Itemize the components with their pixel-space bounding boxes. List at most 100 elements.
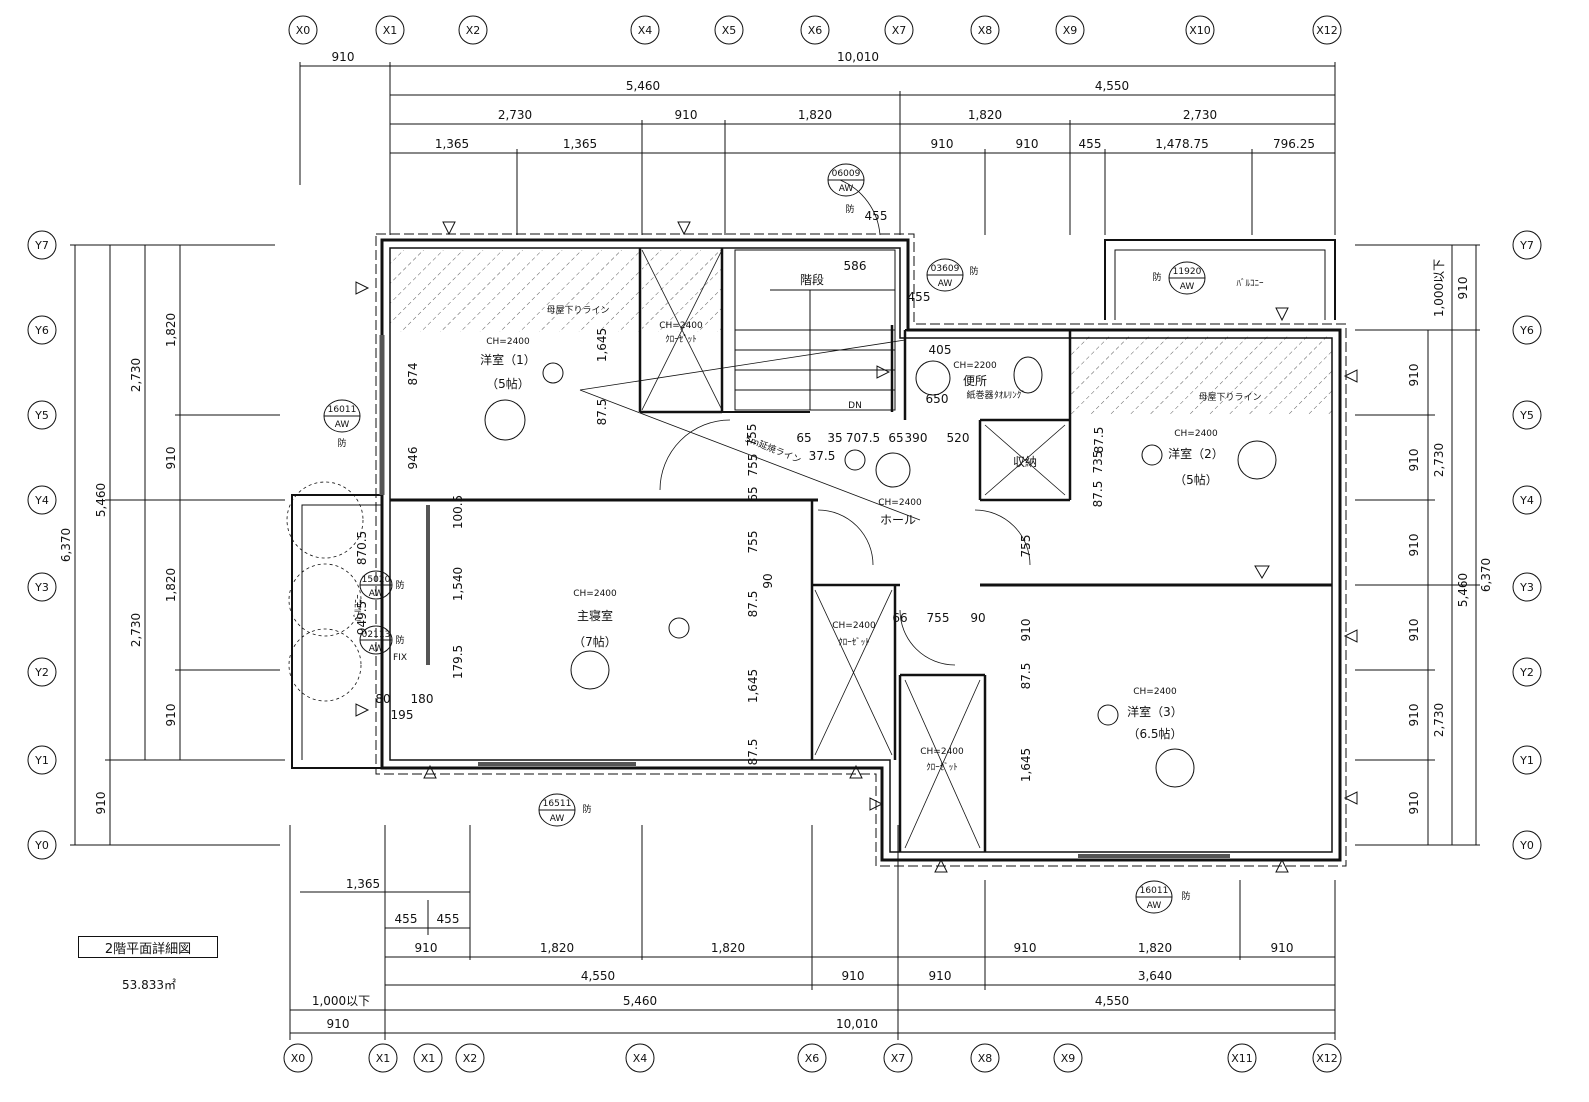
svg-text:06009: 06009: [832, 169, 861, 179]
markers: [355, 221, 1358, 873]
room-size: （5帖）: [1174, 472, 1218, 487]
svg-text:910: 910: [1407, 704, 1421, 727]
svg-text:910: 910: [1014, 941, 1037, 955]
svg-text:X1: X1: [376, 1052, 391, 1065]
room-ch: CH=2400: [878, 498, 922, 508]
svg-text:755: 755: [746, 531, 760, 554]
svg-text:1,820: 1,820: [968, 108, 1002, 122]
room-name: 収納: [1013, 455, 1037, 469]
svg-text:87.5: 87.5: [1091, 481, 1105, 508]
svg-text:2,730: 2,730: [1432, 443, 1446, 477]
balcony-circles: [286, 481, 364, 702]
svg-text:Y1: Y1: [1519, 754, 1534, 767]
room-name: 主寝室: [577, 608, 613, 623]
svg-text:520: 520: [947, 431, 970, 445]
svg-text:1,000以下: 1,000以下: [312, 994, 370, 1008]
grid-bubble: Y7: [27, 230, 57, 260]
room-name: 洋室（2）: [1168, 446, 1224, 461]
svg-text:防: 防: [337, 437, 346, 449]
grid-bubble: X4: [630, 15, 660, 45]
svg-text:X6: X6: [805, 1052, 820, 1065]
svg-text:Y0: Y0: [1519, 839, 1534, 852]
svg-text:1,478.75: 1,478.75: [1155, 137, 1208, 151]
right-dimension-text: 6,370 5,460 2,730 2,730 910 910 910 910 …: [1407, 259, 1493, 815]
svg-text:2,730: 2,730: [129, 358, 143, 392]
svg-text:80: 80: [375, 692, 390, 706]
svg-text:X4: X4: [638, 24, 653, 37]
grid-bubble: Y2: [27, 657, 57, 687]
svg-text:Y2: Y2: [34, 666, 49, 679]
grid-bubble: X2: [455, 1043, 485, 1073]
svg-text:6,370: 6,370: [1479, 558, 1493, 592]
svg-text:Y4: Y4: [34, 494, 49, 507]
room-ch: CH=2400: [1133, 687, 1177, 697]
grid-bubble: X9: [1053, 1043, 1083, 1073]
svg-text:Y0: Y0: [34, 839, 49, 852]
grid-bubble: X1: [375, 15, 405, 45]
grid-bubble: Y3: [27, 572, 57, 602]
grid-bubble: X2: [458, 15, 488, 45]
room-name: ｸﾛｰｾﾞｯﾄ: [838, 637, 870, 648]
svg-text:Y4: Y4: [1519, 494, 1534, 507]
svg-text:874: 874: [406, 363, 420, 386]
balcony-label: ﾊﾞﾙｺﾆｰ: [1236, 278, 1264, 289]
room-ch: CH=2400: [832, 621, 876, 631]
svg-text:755: 755: [745, 424, 759, 447]
room-name: 階段: [800, 272, 824, 287]
svg-text:65: 65: [746, 486, 760, 501]
stair-dn: DN: [848, 401, 862, 411]
svg-text:5,460: 5,460: [1456, 573, 1470, 607]
bottom-dimension-lines: [289, 825, 1336, 1040]
svg-text:65: 65: [796, 431, 811, 445]
svg-text:5,460: 5,460: [626, 79, 660, 93]
grid-bubble: X11: [1227, 1043, 1257, 1073]
svg-text:87.5: 87.5: [1019, 663, 1033, 690]
grid-bubble: X12: [1312, 15, 1342, 45]
grid-bubble: X7: [884, 15, 914, 45]
svg-text:455: 455: [865, 209, 888, 223]
grid-bubble: X7: [883, 1043, 913, 1073]
room-name: 便所: [963, 374, 987, 388]
svg-text:X11: X11: [1231, 1052, 1253, 1065]
svg-text:910: 910: [415, 941, 438, 955]
svg-text:455: 455: [395, 912, 418, 926]
svg-text:405: 405: [929, 343, 952, 357]
grid-bubble: X5: [714, 15, 744, 45]
grid-bubble: X12: [1312, 1043, 1342, 1073]
svg-text:949.5: 949.5: [355, 601, 369, 635]
svg-text:87.5: 87.5: [595, 399, 609, 426]
svg-text:910: 910: [1407, 449, 1421, 472]
svg-text:AW: AW: [938, 279, 953, 289]
grid-bubble: X4: [625, 1043, 655, 1073]
svg-text:35: 35: [827, 431, 842, 445]
grid-bubble: X10: [1185, 15, 1215, 45]
eave-label: 母屋下りライン: [546, 305, 609, 316]
left-dimension-lines: [70, 244, 285, 846]
svg-text:910: 910: [1019, 619, 1033, 642]
svg-text:910: 910: [164, 704, 178, 727]
svg-text:防: 防: [582, 803, 591, 815]
svg-text:02113: 02113: [362, 630, 391, 640]
room-ch: CH=2400: [486, 337, 530, 347]
top-dimension-text: 910 10,010 5,460 4,550 2,730 910 1,820 1…: [332, 50, 1315, 151]
svg-text:910: 910: [94, 792, 108, 815]
balcony-label: ﾊﾞﾙｺﾆｰ: [353, 594, 364, 622]
room-ch: CH=2400: [659, 321, 703, 331]
grid-bubble: Y6: [27, 315, 57, 345]
grid-bubble: Y1: [1512, 745, 1542, 775]
svg-text:90: 90: [970, 611, 985, 625]
svg-text:1,820: 1,820: [798, 108, 832, 122]
svg-text:586: 586: [844, 259, 867, 273]
svg-text:5,460: 5,460: [94, 483, 108, 517]
svg-text:910: 910: [842, 969, 865, 983]
ceiling-lights: [484, 356, 1277, 788]
grid-bubble: Y7: [1512, 230, 1542, 260]
grid-bubble: X9: [1055, 15, 1085, 45]
svg-text:X5: X5: [722, 24, 737, 37]
svg-text:2,730: 2,730: [1432, 703, 1446, 737]
grid-bubble: X8: [970, 1043, 1000, 1073]
svg-text:1,365: 1,365: [435, 137, 469, 151]
